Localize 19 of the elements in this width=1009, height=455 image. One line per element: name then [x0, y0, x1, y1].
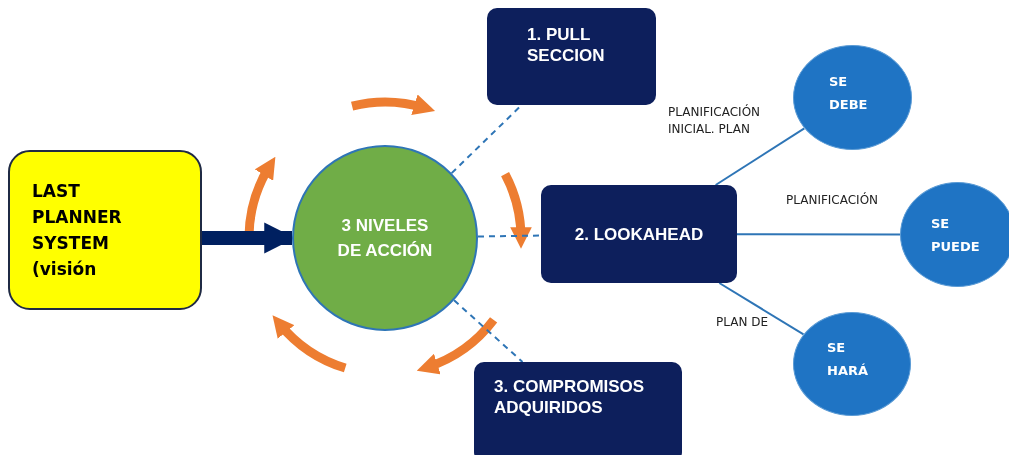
node-label: LAST PLANNER SYSTEM (visión — [32, 180, 123, 281]
node-label: SE PUEDE — [931, 214, 981, 256]
node-label: 2. LOOKAHEAD — [574, 223, 704, 245]
connector-line — [736, 233, 901, 236]
annotation-text: PLANIFICACIÓN INICIAL. PLAN — [668, 104, 762, 138]
node-label: SE HARÁ — [827, 339, 869, 380]
level-box — [487, 8, 656, 105]
connector-line — [477, 234, 542, 238]
annotation-text: PLAN DE — [716, 314, 770, 331]
node-label: 1. PULL SECCION — [527, 23, 606, 66]
node-label: SE DEBE — [829, 72, 869, 114]
node-label: 3. COMPROMISOS ADQUIRIDOS — [494, 376, 646, 418]
node-label: 3 NIVELES DE ACCIÓN — [336, 215, 434, 262]
level-box — [541, 185, 737, 283]
level-box — [474, 362, 682, 455]
system-box — [8, 150, 202, 310]
connector-line — [714, 127, 806, 186]
annotation-text: PLANIFICACIÓN — [786, 192, 880, 209]
connector-line — [718, 282, 805, 336]
